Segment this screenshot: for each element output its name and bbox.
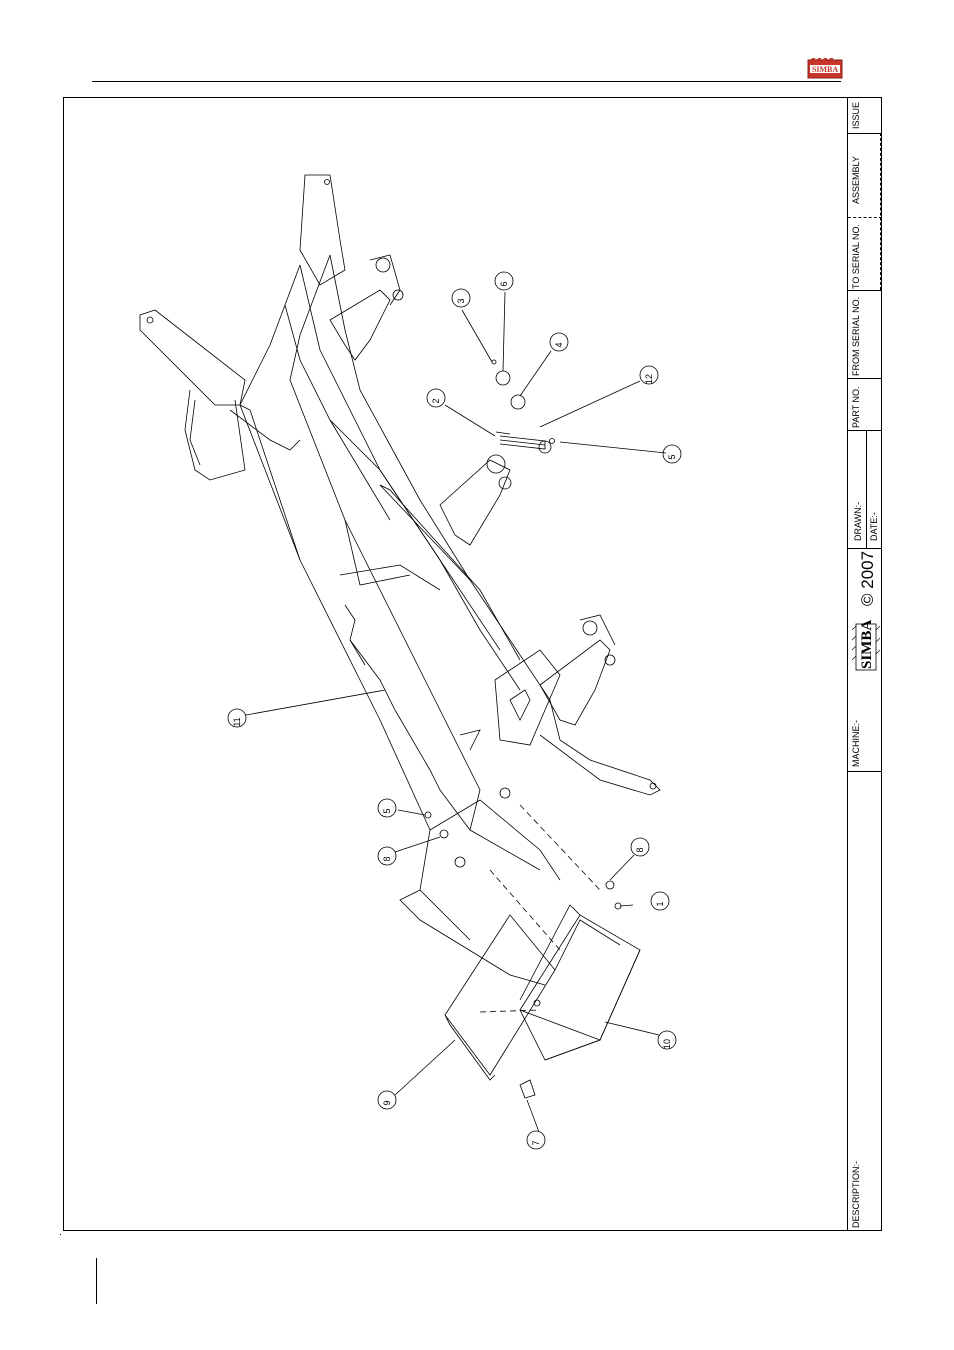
leader-lines: [246, 292, 666, 1132]
balloon-1-text: 1: [655, 901, 665, 906]
main-frame: [240, 255, 560, 985]
balloon-2-text: 2: [431, 398, 441, 403]
balloon-12-text: 12: [644, 374, 654, 384]
balloon-3-text: 3: [456, 298, 466, 303]
callout-balloons: [228, 272, 681, 1149]
balloon-11-text: 11: [232, 717, 242, 726]
weight-box: [490, 805, 640, 1060]
balloon-7-text: 7: [531, 1140, 541, 1145]
balloon-9-text: 9: [382, 1100, 392, 1105]
side-plate-rear: [140, 175, 345, 480]
pin-assembly: [492, 360, 555, 453]
cover-plate: [445, 915, 555, 1080]
balloon-8b-text: 8: [635, 847, 645, 852]
hardware: [425, 788, 621, 1098]
balloon-5b-text: 5: [667, 454, 677, 459]
balloon-5-text: 5: [382, 808, 392, 813]
balloon-10-text: 10: [662, 1039, 672, 1049]
balloon-8-text: 8: [382, 856, 392, 861]
balloon-6-text: 6: [499, 281, 509, 286]
balloon-4-text: 4: [554, 342, 564, 347]
link-bracket: [330, 255, 660, 795]
hitch-plate: [460, 650, 560, 750]
